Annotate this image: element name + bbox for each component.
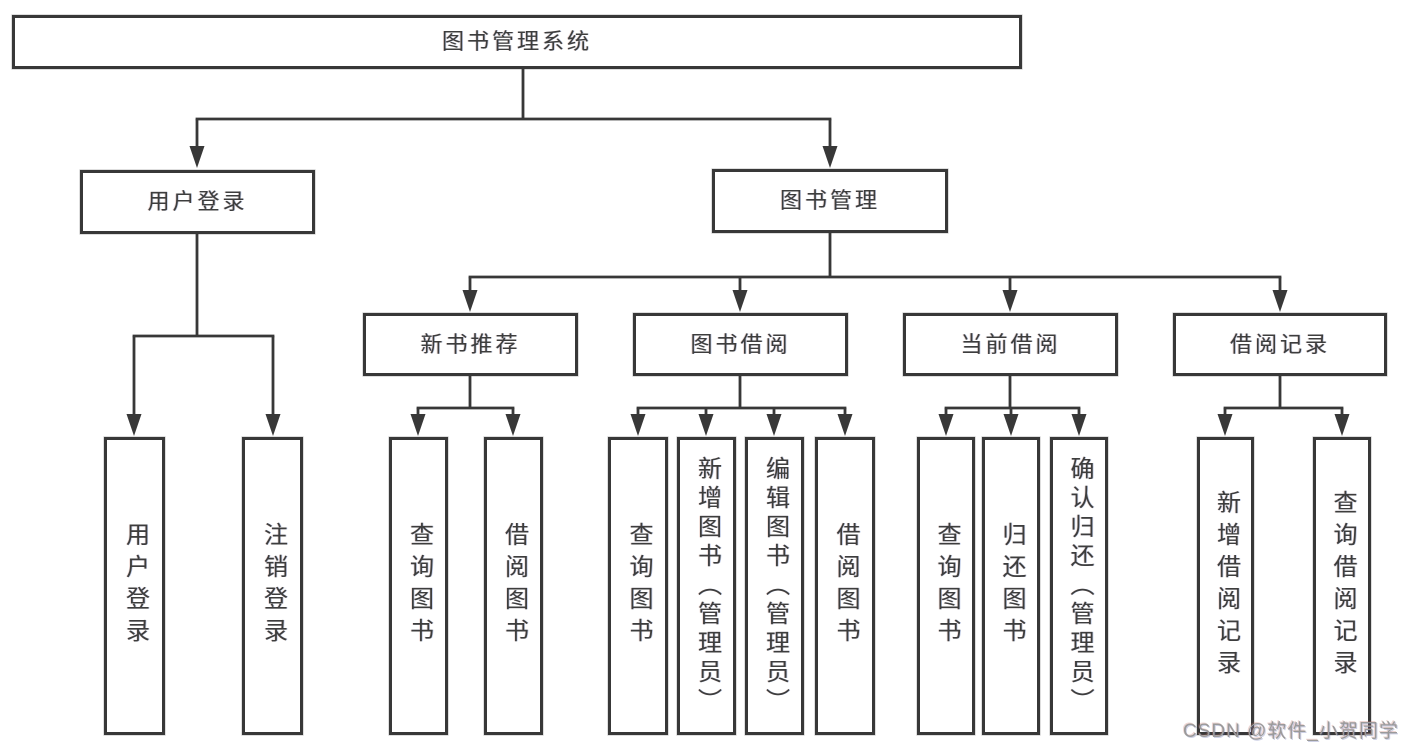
node-book-management-label: 图书管理 [779,188,880,213]
leaf-user-login: 用户登录 [104,437,165,735]
leaf-query-borrow-record-label: 查询借阅记录 [1329,490,1356,682]
leaf-edit-book-admin: 编辑图书（管理员） [745,437,804,735]
node-new-book-recommend-label: 新书推荐 [420,331,521,357]
leaf-borrow-books-recommend: 借阅图书 [484,437,543,735]
leaf-query-books-borrowing-label: 查询图书 [625,522,652,650]
node-borrowing-records-label: 借阅记录 [1229,331,1330,357]
leaf-query-books-current: 查询图书 [917,437,975,735]
leaf-add-borrow-record-label: 新增借阅记录 [1212,490,1240,682]
node-current-borrowing: 当前借阅 [903,313,1118,376]
leaf-add-borrow-record: 新增借阅记录 [1197,437,1254,735]
leaf-query-books-recommend-label: 查询图书 [405,522,433,650]
node-root-system: 图书管理系统 [12,15,1022,69]
leaf-borrow-books-borrowing-label: 借阅图书 [832,522,859,650]
leaf-query-books-recommend: 查询图书 [389,437,448,735]
node-new-book-recommend: 新书推荐 [363,313,578,376]
leaf-user-login-label: 用户登录 [121,522,149,650]
leaf-add-book-admin-label: 新增图书（管理员） [693,455,721,717]
leaf-confirm-return-admin: 确认归还（管理员） [1050,437,1108,735]
csdn-watermark: CSDN @软件_小贺同学 [1183,721,1399,742]
leaf-query-books-current-label: 查询图书 [933,522,960,650]
node-book-borrowing: 图书借阅 [633,313,848,376]
arrow-down-icons [126,146,1350,436]
leaf-add-book-admin: 新增图书（管理员） [677,437,736,735]
leaf-return-books-label: 归还图书 [998,522,1025,650]
leaf-logout: 注销登录 [242,437,303,735]
leaf-query-borrow-record: 查询借阅记录 [1313,437,1371,735]
node-current-borrowing-label: 当前借阅 [960,331,1061,357]
node-user-login: 用户登录 [80,170,315,234]
leaf-return-books: 归还图书 [982,437,1040,735]
node-book-management: 图书管理 [712,169,948,233]
node-user-login-label: 用户登录 [147,189,248,214]
leaf-logout-label: 注销登录 [259,522,287,650]
leaf-borrow-books-borrowing: 借阅图书 [815,437,875,735]
leaf-edit-book-admin-label: 编辑图书（管理员） [761,455,789,717]
node-borrowing-records: 借阅记录 [1173,313,1387,376]
leaf-borrow-books-recommend-label: 借阅图书 [500,522,528,650]
leaf-query-books-borrowing: 查询图书 [608,437,668,735]
node-root-label: 图书管理系统 [441,29,592,54]
node-book-borrowing-label: 图书借阅 [690,331,791,357]
leaf-confirm-return-admin-label: 确认归还（管理员） [1066,455,1093,717]
